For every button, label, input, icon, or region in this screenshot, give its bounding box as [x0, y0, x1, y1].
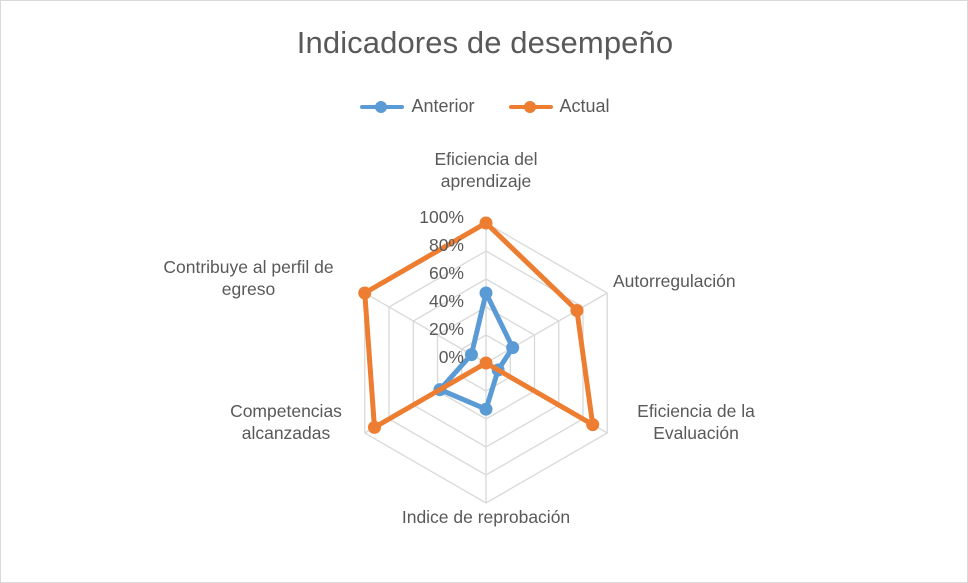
radial-tick-60: 60% [428, 263, 464, 283]
radar-series [358, 216, 600, 434]
data-point[interactable] [570, 304, 584, 317]
category-label-eficiencia-evaluacion: Eficiencia de la Evaluación [637, 401, 755, 443]
legend-item-actual[interactable]: Actual [508, 96, 610, 117]
chart-title: Indicadores de desempeño [296, 25, 674, 60]
radial-tick-0: 0% [438, 347, 464, 367]
legend-item-anterior[interactable]: Anterior [360, 96, 475, 117]
data-point[interactable] [464, 348, 478, 362]
data-point[interactable] [479, 286, 493, 300]
data-point[interactable] [479, 216, 493, 230]
radial-tick-80: 80% [428, 235, 464, 255]
category-label-autorregulacion: Autorregulación [613, 271, 736, 291]
data-point[interactable] [358, 286, 372, 300]
category-label-contribuye-perfil-egreso: Contribuye al perfil de egreso [163, 257, 334, 299]
radial-tick-20: 20% [428, 319, 464, 339]
chart-legend: Anterior Actual [1, 96, 967, 117]
legend-marker-icon [360, 99, 405, 115]
radial-tick-100: 100% [419, 207, 464, 227]
radial-tick-40: 40% [428, 291, 464, 311]
category-label-indice-reprobacion: Indice de reprobación [401, 507, 571, 527]
data-point[interactable] [367, 420, 381, 434]
legend-label-anterior: Anterior [411, 96, 475, 116]
category-label-eficiencia-aprendizaje: Eficiencia del aprendizaje [434, 149, 538, 191]
category-label-competencias-alcanzadas: Competencias alcanzadas [230, 401, 342, 443]
legend-marker-icon [508, 99, 553, 115]
data-point[interactable] [479, 356, 493, 370]
data-point[interactable] [586, 418, 600, 432]
data-point[interactable] [479, 402, 493, 416]
legend-label-actual: Actual [559, 96, 610, 116]
data-point[interactable] [506, 341, 520, 355]
